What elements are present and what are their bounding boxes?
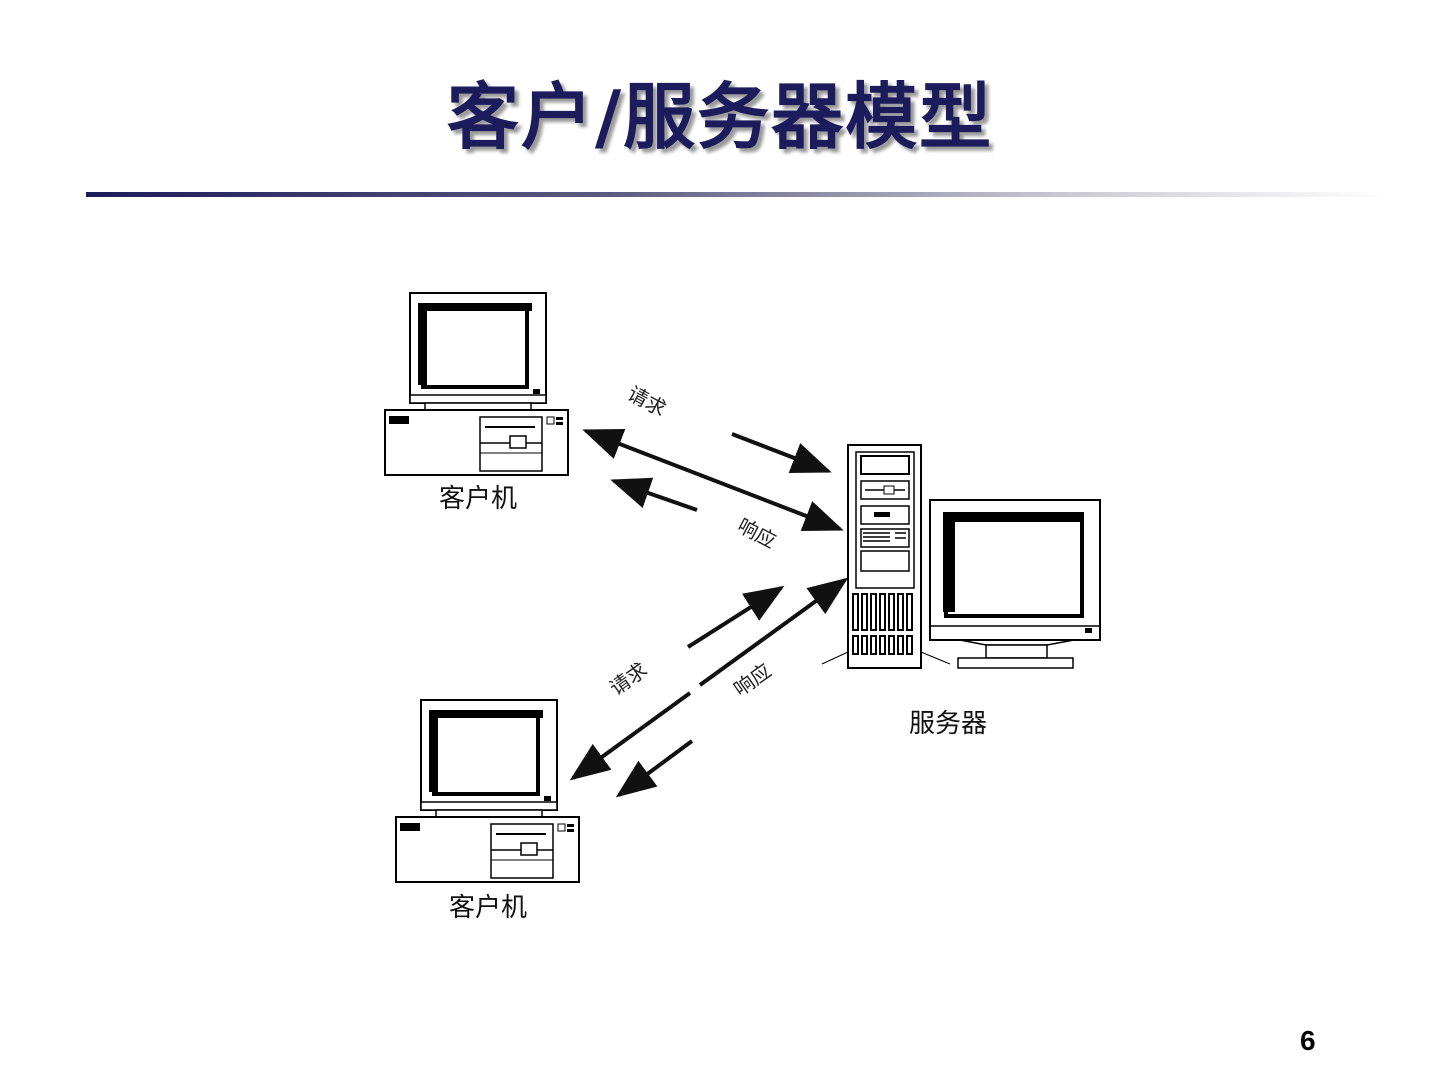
bottom-request-arrow xyxy=(686,585,785,649)
bottom-request-label: 请求 xyxy=(605,657,652,700)
client-computer-top-icon xyxy=(383,291,570,477)
client-bottom-label: 客户机 xyxy=(449,893,527,923)
server-icon xyxy=(821,444,1101,669)
top-response-arrow xyxy=(610,477,698,512)
bottom-response-label: 响应 xyxy=(729,658,776,701)
server-label: 服务器 xyxy=(909,709,987,739)
page-number: 6 xyxy=(1300,1025,1316,1056)
bottom-response-arrow xyxy=(615,739,694,798)
top-response-label: 响应 xyxy=(734,513,781,553)
top-request-arrow xyxy=(731,432,832,473)
client-computer-bottom-icon xyxy=(394,698,581,884)
top-connection-arrow xyxy=(582,429,844,531)
top-request-label: 请求 xyxy=(624,381,671,421)
bottom-connection-arrow-lower xyxy=(569,691,692,781)
title-divider xyxy=(86,192,1386,197)
slide-title: 客户/服务器模型 xyxy=(446,74,994,159)
bottom-connection-arrow-upper xyxy=(698,577,849,687)
client-top-label: 客户机 xyxy=(439,484,517,514)
